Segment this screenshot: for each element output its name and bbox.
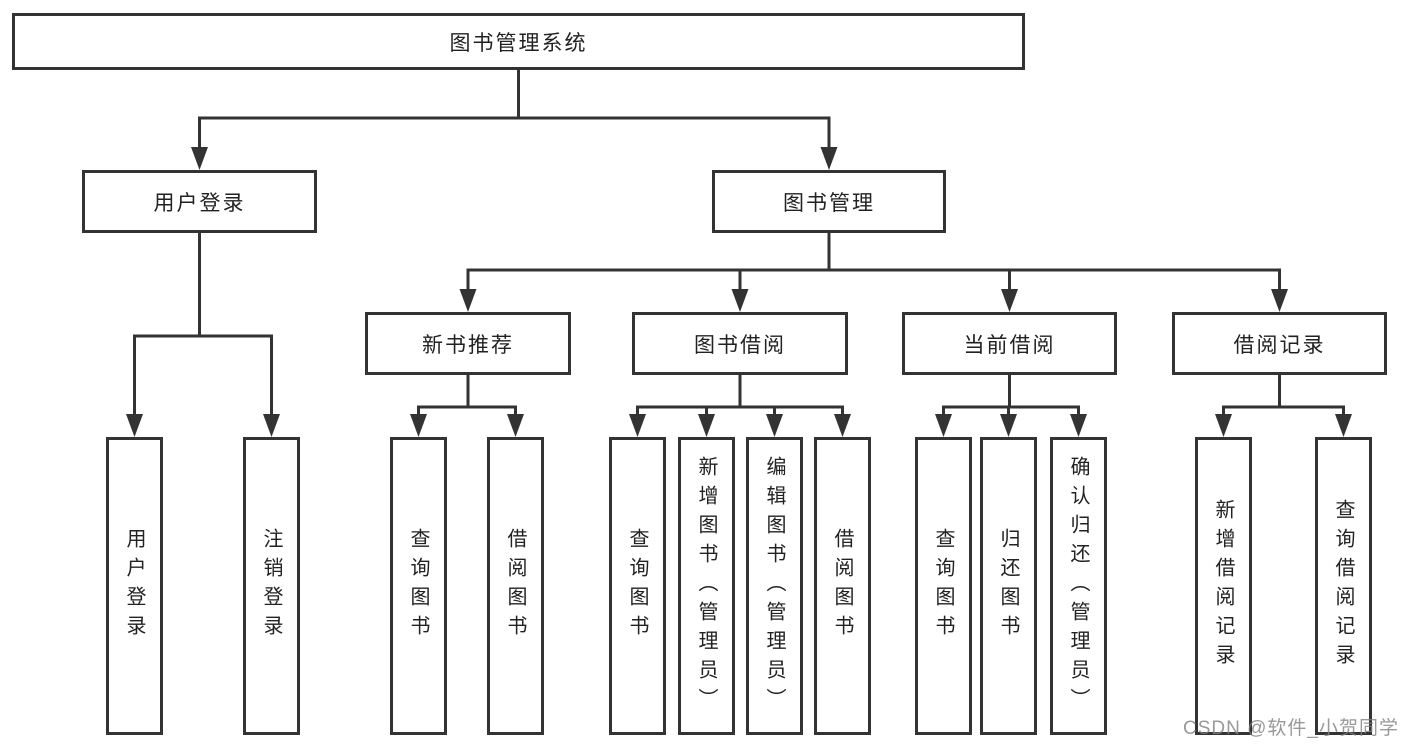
arrowhead-cb_confirm [1070, 414, 1087, 437]
arrowhead-book_mgmt [820, 147, 838, 170]
leaf-add-borrow-record: 新增借阅记录 [1195, 437, 1252, 735]
arrowhead-new_book_rec [459, 289, 477, 312]
leaf-user-login: 用户登录 [106, 437, 163, 735]
arrowhead-user_login [191, 147, 208, 170]
node-user-login: 用户登录 [82, 170, 317, 233]
arrowhead-bb_borrow [834, 414, 851, 437]
arrowhead-logout [263, 414, 280, 437]
leaf-query-books: 查询图书 [390, 437, 447, 735]
leaf-edit-books-admin: 编辑图书（管理员） [746, 437, 803, 735]
arrowhead-bb_query [629, 414, 646, 437]
node-new-book-recommend: 新书推荐 [365, 312, 571, 375]
node-book-borrowing: 图书借阅 [632, 312, 848, 375]
arrowhead-rec_query [410, 414, 427, 437]
node-current-borrowing: 当前借阅 [902, 312, 1117, 375]
leaf-query-books-2: 查询图书 [609, 437, 666, 735]
leaf-borrow-books: 借阅图书 [487, 437, 544, 735]
watermark: CSDN @软件_小贺同学 [1183, 718, 1399, 739]
arrowhead-login [126, 414, 143, 437]
node-book-management: 图书管理 [712, 170, 946, 233]
arrowhead-book_borrow [731, 289, 749, 312]
arrowhead-current_borrow [1001, 289, 1018, 312]
leaf-add-books-admin: 新增图书（管理员） [678, 437, 735, 735]
arrowhead-br_add [1215, 414, 1232, 437]
leaf-borrow-books-2: 借阅图书 [814, 437, 871, 735]
leaf-confirm-return-admin: 确认归还（管理员） [1050, 437, 1107, 735]
leaf-return-books: 归还图书 [980, 437, 1037, 735]
leaf-logout: 注销登录 [243, 437, 300, 735]
arrowhead-br_query [1335, 414, 1352, 437]
arrowhead-rec_borrow [507, 414, 524, 437]
node-borrowing-records: 借阅记录 [1172, 312, 1387, 375]
arrowhead-bb_edit [766, 414, 783, 437]
arrowhead-cb_query [935, 414, 952, 437]
node-root-system: 图书管理系统 [12, 13, 1025, 70]
leaf-query-borrow-record: 查询借阅记录 [1315, 437, 1372, 735]
arrowhead-borrow_record [1271, 289, 1288, 312]
leaf-query-books-3: 查询图书 [915, 437, 972, 735]
arrowhead-bb_add [698, 414, 715, 437]
arrowhead-cb_return [1000, 414, 1017, 437]
